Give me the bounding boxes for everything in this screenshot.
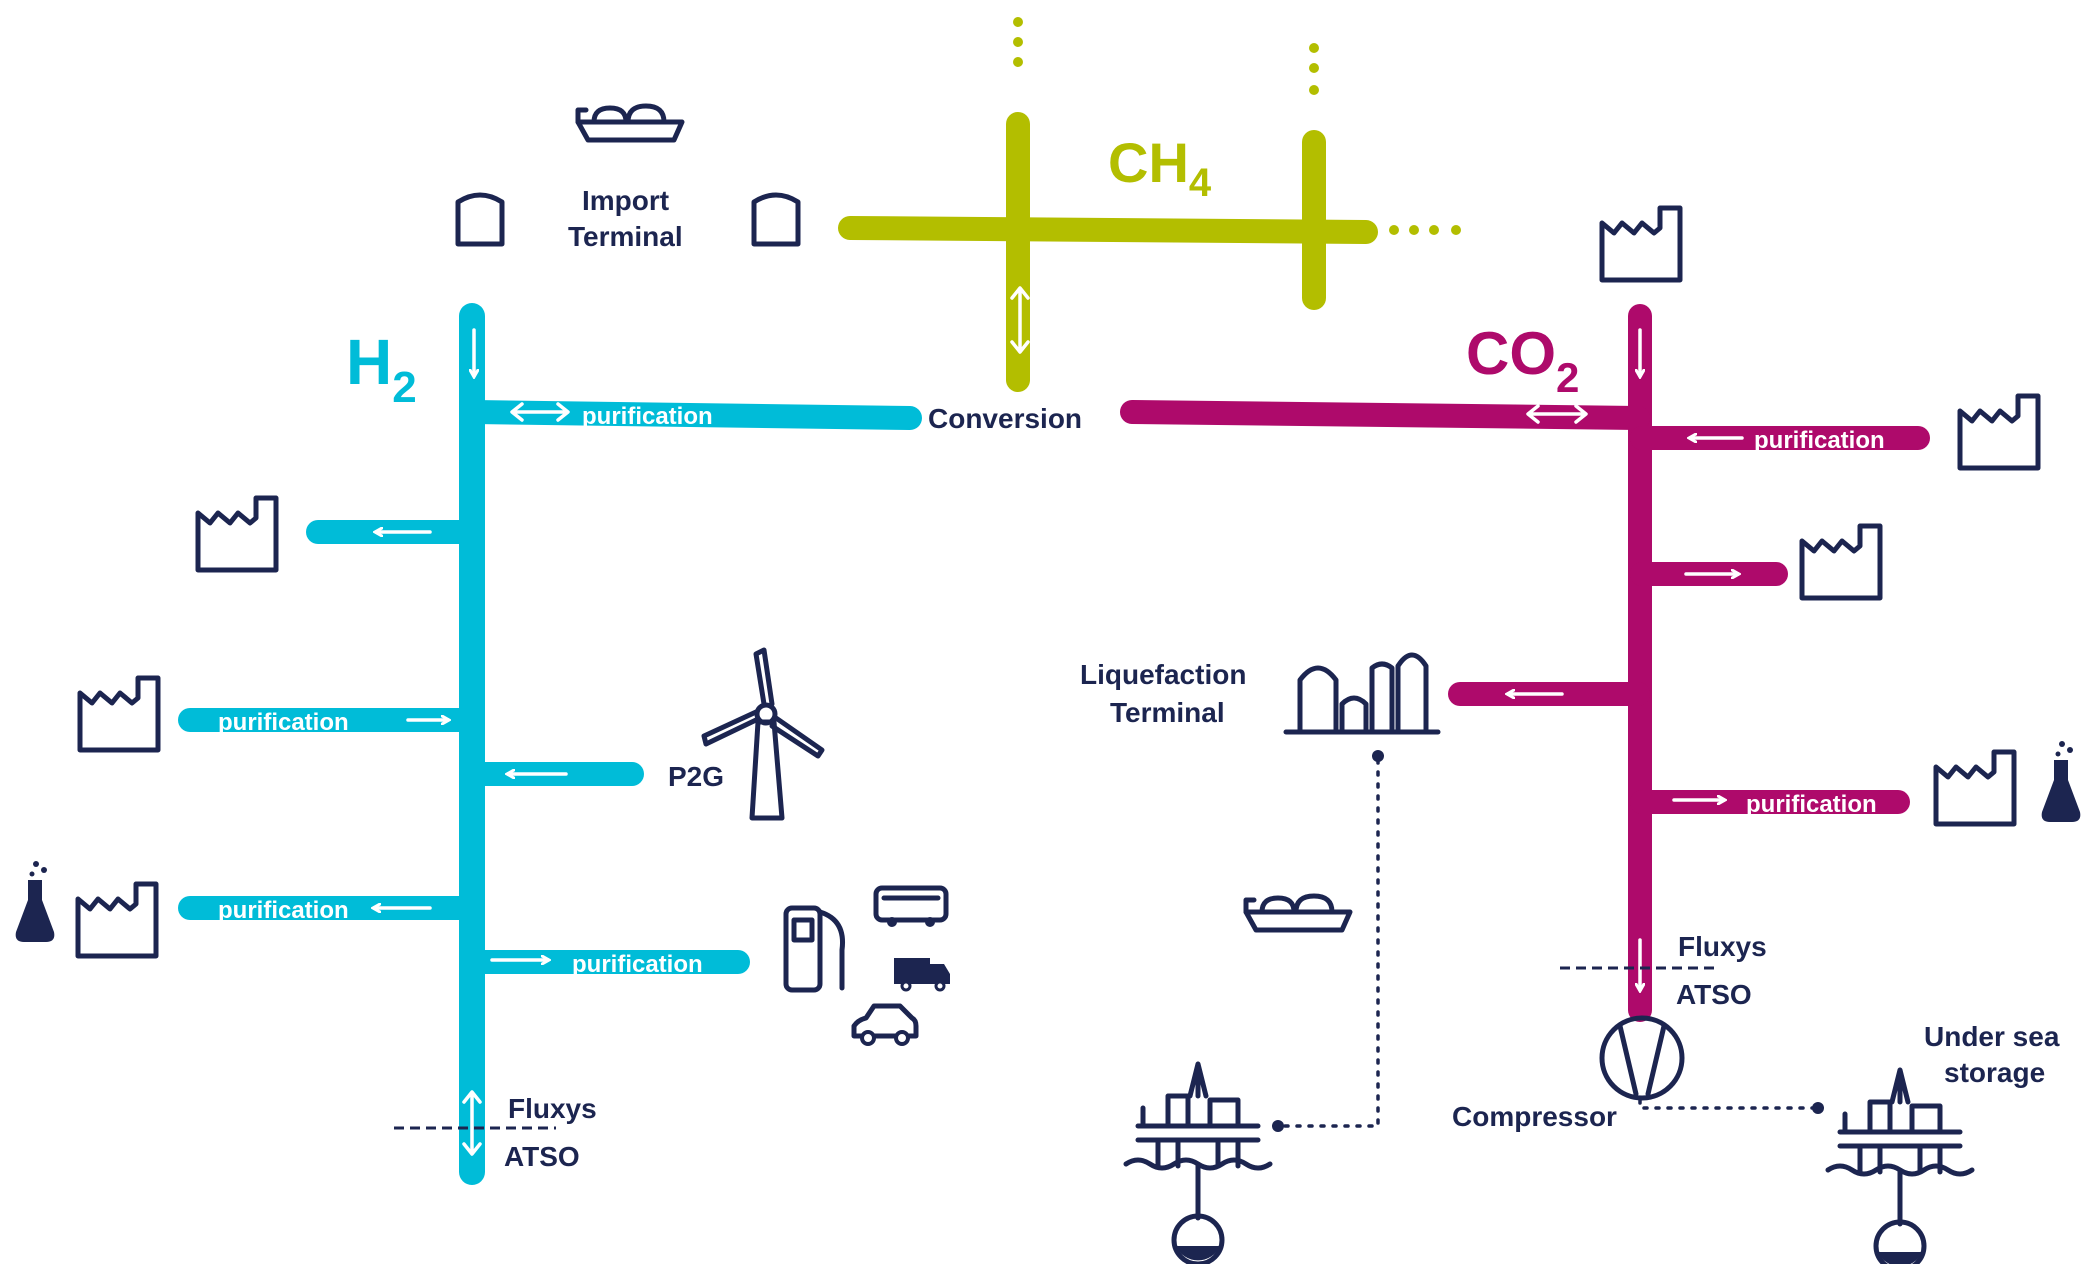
factory-icon	[198, 498, 276, 570]
ch4-network: CH4	[838, 17, 1461, 392]
h2-purification-right-low: purification	[572, 951, 703, 978]
liquefaction-dotted-link	[1280, 758, 1380, 1128]
h2-network: H2 purification purification purificatio…	[178, 303, 922, 1185]
h2-atso-label: ATSO	[504, 1141, 580, 1172]
bus-icon	[873, 885, 949, 927]
ch4-label: CH4	[1108, 131, 1212, 205]
factory-icon	[1802, 526, 1880, 598]
conversion-label: Conversion	[928, 403, 1082, 434]
h2-purification-left-mid: purification	[218, 709, 349, 736]
ch4-main-pipe	[838, 216, 1378, 244]
co2-network: CO2 purification purification Fluxys ATS…	[1120, 304, 1930, 1132]
h2-purification-top: purification	[582, 403, 713, 430]
tank-icon	[754, 195, 798, 244]
liquefaction-plant-icon	[1283, 652, 1441, 735]
ship-icon	[578, 106, 682, 140]
liquefaction-terminal-label-2: Terminal	[1110, 697, 1225, 728]
ch4-bidirectional-arrow	[1010, 286, 1030, 354]
factory-icon	[80, 678, 158, 750]
liquefaction-terminal-label-1: Liquefaction	[1080, 659, 1246, 690]
compressor-icon	[1599, 1015, 1685, 1101]
co2-purification-low: purification	[1746, 791, 1877, 818]
flask-icon	[2041, 741, 2081, 822]
offshore-platform-icon	[1126, 1064, 1270, 1264]
factory-icon	[1936, 752, 2014, 824]
import-terminal-label-1: Import	[582, 185, 669, 216]
flask-icon	[15, 861, 55, 942]
h2-purification-left-low: purification	[218, 897, 349, 924]
co2-label: CO2	[1466, 320, 1579, 401]
p2g-label: P2G	[668, 761, 724, 792]
ship-icon	[1246, 896, 1350, 930]
factory-icon	[1960, 396, 2038, 468]
factory-icon	[1602, 208, 1680, 280]
wind-turbine-icon	[701, 647, 825, 821]
co2-conversion-bidirectional-arrow	[1526, 404, 1588, 424]
compressor-label: Compressor	[1452, 1101, 1617, 1132]
co2-purification-top: purification	[1754, 427, 1885, 454]
ch4-continuation-dots	[1013, 17, 1461, 235]
tank-icon	[458, 195, 502, 244]
co2-atso-label: ATSO	[1676, 979, 1752, 1010]
factory-icon	[78, 884, 156, 956]
under-sea-storage-label-1: Under sea	[1924, 1021, 2060, 1052]
offshore-platform-icon	[1828, 1070, 1972, 1264]
under-sea-storage-label-2: storage	[1944, 1057, 2045, 1088]
h2-bottom-bidirectional-arrow	[462, 1090, 482, 1156]
co2-branch-conversion	[1120, 400, 1650, 430]
truck-icon	[894, 958, 950, 992]
h2-label: H2	[346, 326, 417, 412]
storage-dotted-link	[1638, 1098, 1818, 1110]
co2-fluxys-label: Fluxys	[1678, 931, 1767, 962]
h2-fluxys-label: Fluxys	[508, 1093, 597, 1124]
car-icon	[851, 1003, 919, 1046]
h2-conversion-bidirectional-arrow	[510, 402, 570, 422]
import-terminal-label-2: Terminal	[568, 221, 683, 252]
fuel-pump-icon	[783, 905, 846, 993]
